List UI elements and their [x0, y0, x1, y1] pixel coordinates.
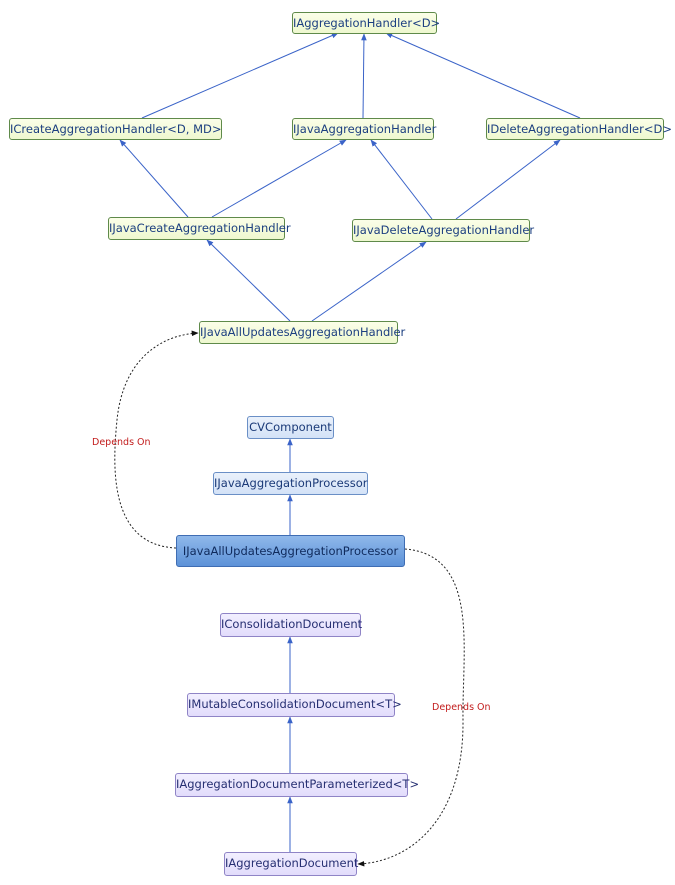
node-ijava-all-updates-aggregation-processor: IJavaAllUpdatesAggregationProcessor — [176, 535, 405, 567]
label-depends-on-right: Depends On — [432, 702, 491, 713]
node-ijava-delete-aggregation-handler: IJavaDeleteAggregationHandler — [352, 219, 534, 242]
edge-ijavacreate-to-ijava — [211, 139, 347, 218]
edge-ijavaall-to-ijavacreate — [206, 239, 291, 322]
edge-ijavadelete-to-idelete — [455, 139, 561, 220]
node-imutable-consolidation-document: IMutableConsolidationDocument<T> — [187, 693, 402, 717]
node-iaggregation-document-parameterized: IAggregationDocumentParameterized<T> — [175, 773, 419, 797]
edge-ijava-to-iaggregation — [361, 33, 367, 119]
node-ijava-aggregation-handler: IJavaAggregationHandler — [292, 118, 436, 140]
node-idelete-aggregation-handler: IDeleteAggregationHandler<D> — [486, 118, 672, 140]
edge-ijavaall-to-ijavadelete — [311, 241, 427, 322]
node-iconsolidation-document: IConsolidationDocument — [220, 613, 362, 637]
node-cv-component: CVComponent — [247, 416, 334, 439]
label-depends-on-left: Depends On — [92, 437, 151, 448]
node-ijava-all-updates-aggregation-handler: IJavaAllUpdatesAggregationHandler — [199, 321, 405, 344]
node-iaggregation-document: IAggregationDocument — [224, 852, 358, 876]
node-ijava-aggregation-processor: IJavaAggregationProcessor — [213, 472, 368, 495]
edge-idelete-to-iaggregation — [385, 32, 581, 119]
edge-depends-on-right — [357, 548, 465, 867]
edge-depends-on-left — [114, 330, 199, 549]
node-icreate-aggregation-handler: ICreateAggregationHandler<D, MD> — [9, 118, 222, 140]
node-iaggregation-handler: IAggregationHandler<D> — [292, 12, 440, 34]
edge-icreate-to-iaggregation — [141, 32, 339, 119]
node-ijava-create-aggregation-handler: IJavaCreateAggregationHandler — [108, 217, 291, 240]
edge-ijavacreate-to-icreate — [119, 139, 189, 218]
edge-ijavadelete-to-ijava — [370, 139, 433, 220]
